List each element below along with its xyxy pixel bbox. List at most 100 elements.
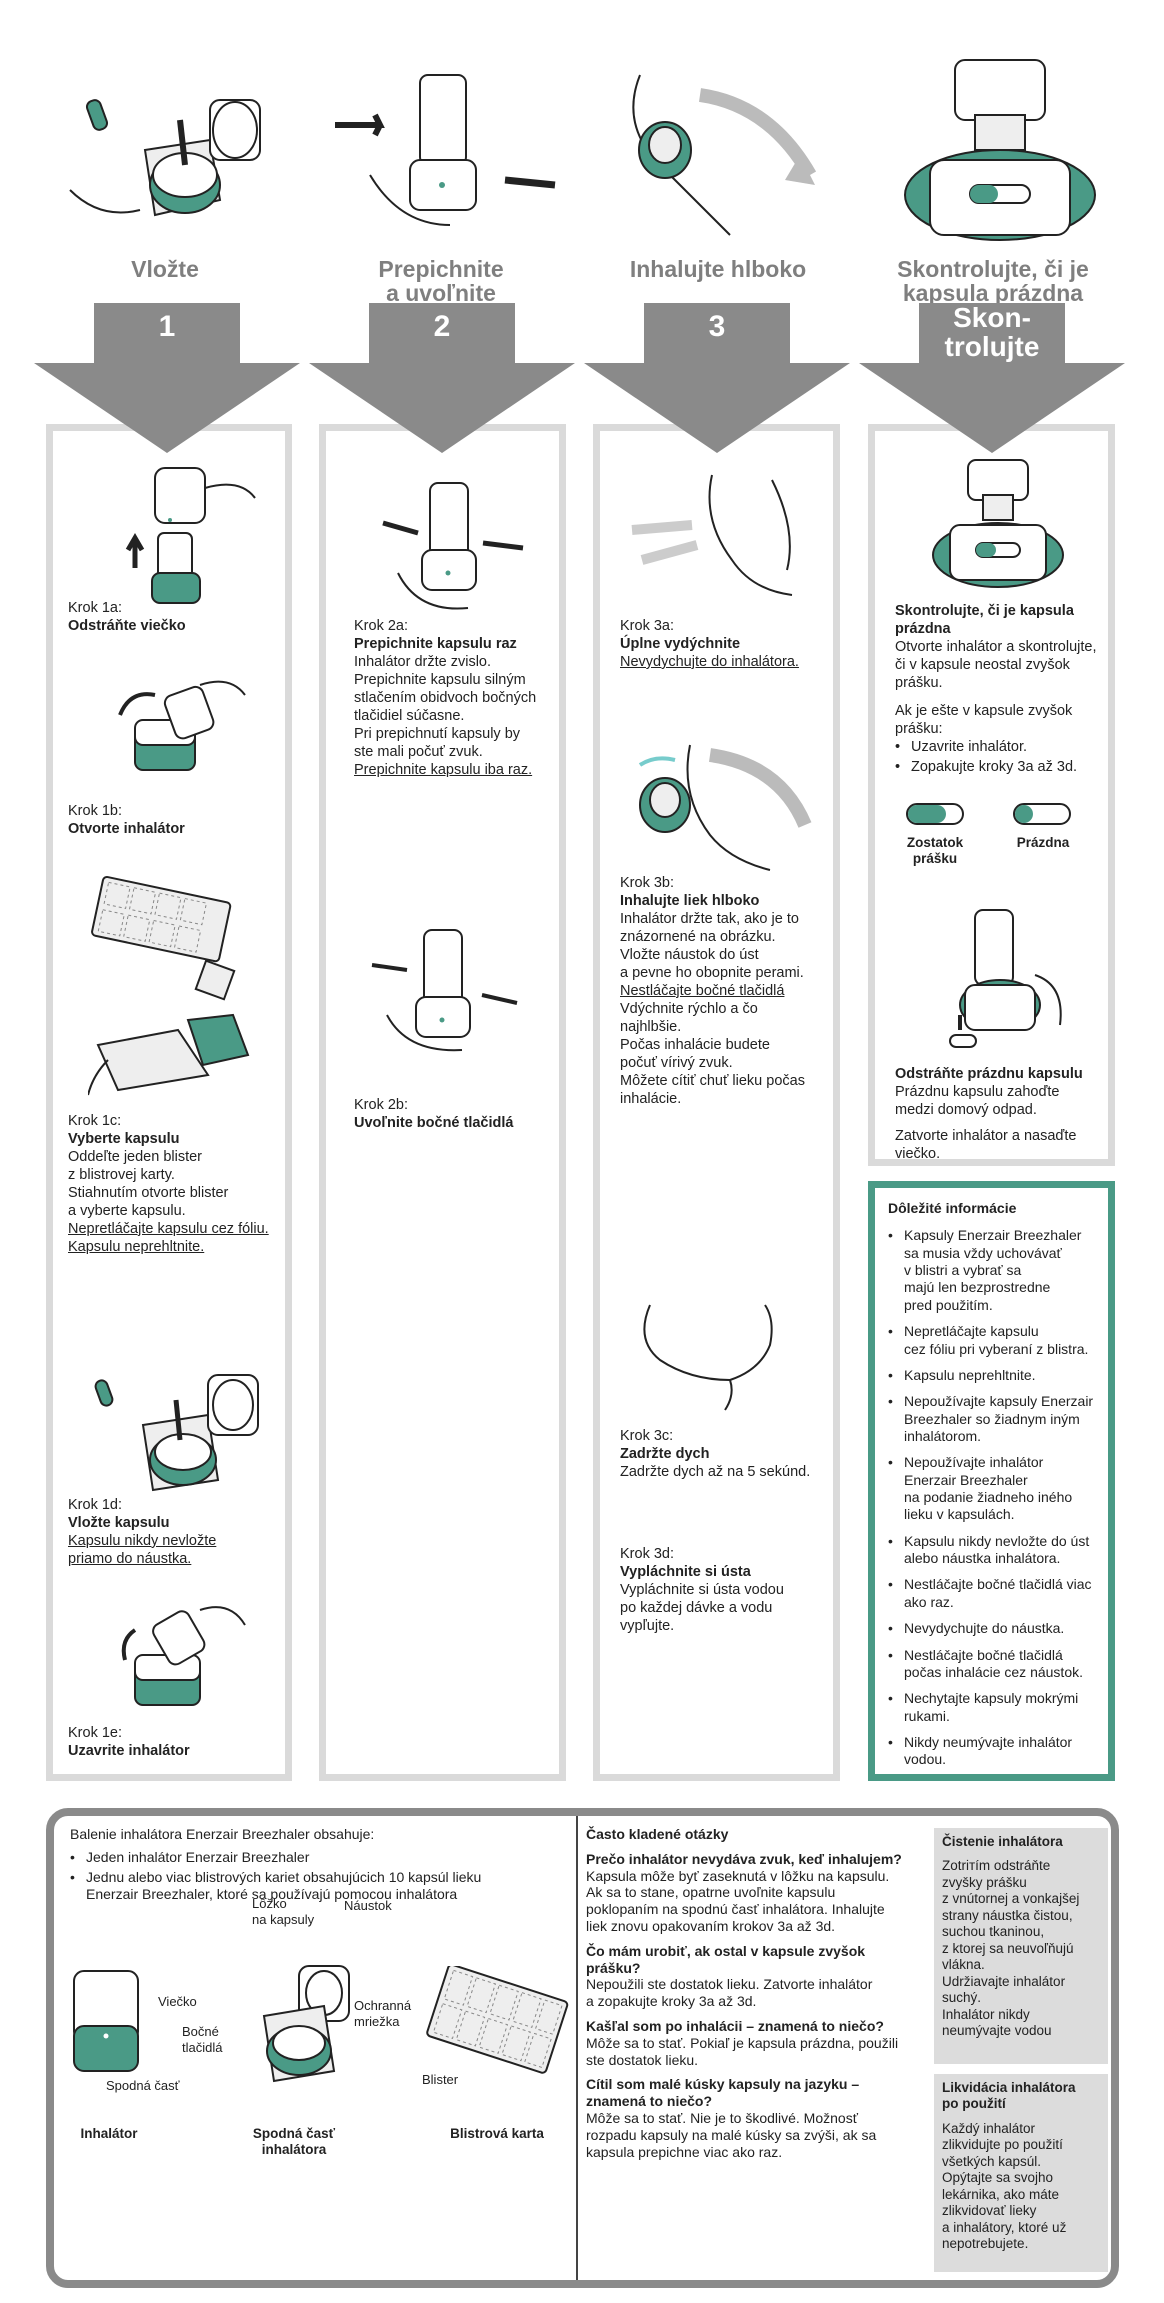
package-contents-list: Jeden inhalátor Enerzair Breezhaler Jedn… [70, 1849, 570, 1903]
step-2a-label: Krok 2a: [354, 618, 408, 634]
faq-question: Čo mám urobiť, ak ostal v kapsule zvyšok… [586, 1942, 866, 1976]
list-item: Uzavrite inhalátor. [895, 739, 1110, 757]
label-screen: Ochranná mriežka [354, 1998, 412, 2029]
step-2a-title: Prepichnite kapsulu raz [354, 635, 517, 652]
label-base: Spodná časť [106, 2078, 180, 2093]
step3-number: 3 [708, 310, 726, 343]
list-item: Jednu alebo viac blistrových kariet obsa… [70, 1869, 570, 1904]
label-cap: Viečko [158, 1994, 197, 2009]
blister-card-illustration [91, 875, 236, 1001]
powder-remaining-intro: Ak je ešte v kapsule zvyšok prášku: [895, 702, 1073, 737]
step4-check-illustration [904, 59, 1096, 241]
step-1b-text: Krok 1b: Otvorte inhalátor [68, 803, 288, 839]
faq-item: Kašľal som po inhalácii – znamená to nie… [586, 2018, 936, 2068]
bottom-info-box: Balenie inhalátora Enerzair Breezhaler o… [46, 1808, 1119, 2288]
check-empty-text: Skontrolujte, či je kapsula prázdna Otvo… [895, 603, 1110, 786]
step-1b-title: Otvorte inhalátor [68, 820, 185, 837]
step-3b-label: Krok 3b: [620, 875, 674, 891]
step-3a-title: Úplne vydýchnite [620, 635, 741, 652]
step-2a-text: Krok 2a: Prepichnite kapsulu raz Inhalát… [354, 618, 559, 780]
faq-item: Cítil som malé kúsky kapsuly na jazyku –… [586, 2076, 936, 2160]
step2-panel [319, 424, 566, 1781]
step-2a-body: Inhalátor držte zvislo. Prepichnite kaps… [354, 653, 537, 760]
faq-answer: Môže sa to stať. Pokiaľ je kapsula prázd… [586, 2034, 899, 2068]
capsule-powder-remaining-label: Zostatok prášku [906, 835, 964, 867]
step3-inhale-illustration [632, 74, 817, 236]
caption-inhaler-base: Spodná časť inhalátora [252, 2126, 336, 2158]
step-1c-text: Krok 1c: Vyberte kapsulu Oddeľte jeden b… [68, 1113, 290, 1257]
step3-arrow: 3 [582, 303, 852, 453]
cleaning-text: Čistenie inhalátora Zotrітím odstráňte z… [942, 1834, 1102, 2040]
step-3b-warning: Nestláčajte bočné tlačidlá [620, 982, 785, 999]
step-3c-body: Zadržte dych až na 5 sekúnd. [620, 1463, 811, 1480]
step-3b-title: Inhalujte liek hlboko [620, 892, 760, 909]
cleaning-box: Čistenie inhalátora Zotrітím odstráňte z… [934, 1828, 1108, 2064]
step-3b-body: Inhalátor držte tak, ako je to znázornen… [620, 910, 804, 981]
step-1e-title: Uzavrite inhalátor [68, 1742, 190, 1759]
list-item: Kapsulu nikdy nevložte do úst alebo náus… [888, 1533, 1110, 1568]
step-1e-label: Krok 1e: [68, 1725, 122, 1741]
package-contents-text: Balenie inhalátora Enerzair Breezhaler o… [70, 1826, 570, 1912]
step-3c-label: Krok 3c: [620, 1428, 674, 1444]
step3-panel [593, 424, 840, 1781]
step-1d-label: Krok 1d: [68, 1497, 122, 1513]
step-1e-text: Krok 1e: Uzavrite inhalátor [68, 1725, 288, 1761]
powder-remaining-list: Uzavrite inhalátor. Zopakujte kroky 3a a… [895, 739, 1110, 777]
step-2b-label: Krok 2b: [354, 1097, 408, 1113]
important-info-list: Kapsuly Enerzair Breezhaler sa musia vžd… [888, 1227, 1110, 1768]
pierce-capsule-illustration [382, 482, 524, 610]
caption-blister-card: Blistrová karta [450, 2126, 544, 2141]
step-1a-title: Odstráňte viečko [68, 617, 186, 634]
faq-question: Cítil som malé kúsky kapsuly na jazyku –… [586, 2076, 860, 2110]
check-empty-body: Otvorte inhalátor a skontrolujte, či v k… [895, 638, 1097, 691]
faq-answer: Kapsula môže byť zaseknutá v lôžku na ka… [586, 1867, 890, 1934]
remove-empty-capsule-text: Odstráňte prázdnu kapsulu Prázdnu kapsul… [895, 1066, 1110, 1164]
blister-card-small-illustration [426, 1966, 569, 2074]
step-1c-title: Vyberte kapsulu [68, 1130, 180, 1147]
faq-answer: Nepoužili ste dostatok lieku. Zatvorte i… [586, 1976, 873, 2010]
step1-title: Vložte [131, 256, 199, 282]
list-item: Nepretláčajte kapsulu cez fóliu pri vybe… [888, 1323, 1110, 1358]
cleaning-title: Čistenie inhalátora [942, 1834, 1063, 1849]
step-3d-title: Vypláchnite si ústa [620, 1563, 751, 1580]
step-1d-text: Krok 1d: Vložte kapsulu Kapsulu nikdy ne… [68, 1497, 290, 1569]
label-blister: Blister [422, 2072, 459, 2087]
faq-item: Prečo inhalátor nevydáva zvuk, keď inhal… [586, 1851, 936, 1935]
check-capsule-illustration [932, 459, 1064, 588]
step-1c-label: Krok 1c: [68, 1113, 122, 1129]
list-item: Nikdy neumývajte inhalátor vodou. [888, 1734, 1110, 1769]
remove-empty-capsule-body: Prázdnu kapsulu zahoďte medzi domový odp… [895, 1083, 1060, 1118]
faq-question: Kašľal som po inhalácii – znamená to nie… [586, 2017, 884, 2034]
step-3c-title: Zadržte dych [620, 1445, 710, 1462]
insert-capsule-illustration [94, 1374, 259, 1492]
step-3a-warning: Nevydychujte do inhalátora. [620, 653, 799, 670]
list-item: Kapsulu neprehltnite. [888, 1367, 1110, 1385]
caption-inhaler: Inhalátor [80, 2126, 138, 2141]
faq-title: Často kladené otázky [586, 1826, 729, 1842]
inhaler-closed-illustration [73, 1970, 139, 2072]
disposal-text: Likvidácia inhalátora po použití Každý i… [942, 2080, 1102, 2253]
cleaning-body: Zotrітím odstráňte zvyšky prášku z vnúto… [942, 1858, 1080, 2039]
open-inhaler-illustration [118, 680, 246, 771]
faq-item: Čo mám urobiť, ak ostal v kapsule zvyšok… [586, 1943, 936, 2010]
list-item: Kapsuly Enerzair Breezhaler sa musia vžd… [888, 1227, 1110, 1314]
label-mouthpiece: Náustok [344, 1898, 392, 1913]
step-1a-label: Krok 1a: [68, 600, 122, 616]
check-empty-title: Skontrolujte, či je kapsula prázdna [895, 603, 1074, 637]
important-info-text: Dôležité informácie Kapsuly Enerzair Bre… [888, 1200, 1110, 1778]
faq-section: Často kladené otázky Prečo inhalátor nev… [586, 1826, 936, 2160]
step4-title: Skontrolujte, či je kapsula prázdna [897, 256, 1089, 307]
step-3d-label: Krok 3d: [620, 1546, 674, 1562]
step-1b-label: Krok 1b: [68, 803, 122, 819]
disposal-body: Každý inhalátor zlikvidujte po použití v… [942, 2120, 1067, 2252]
step3-title: Inhalujte hlboko [629, 256, 807, 282]
close-inhaler-body: Zatvorte inhalátor a nasaďte viečko. [895, 1127, 1077, 1162]
list-item: Jeden inhalátor Enerzair Breezhaler [70, 1849, 570, 1867]
step-2a-warning: Prepichnite kapsulu iba raz. [354, 761, 533, 778]
step-1c-warning-2: Kapsulu neprehltnite. [68, 1238, 205, 1255]
important-info-title: Dôležité informácie [888, 1200, 1017, 1216]
list-item: Nestláčajte bočné tlačidlá počas inhalác… [888, 1647, 1110, 1682]
step-3b-body-2: Vdýchnite rýchlo a čo najhlbšie. Počas i… [620, 1000, 805, 1107]
step-3d-body: Vypláchnite si ústa vodou po každej dávk… [620, 1581, 784, 1634]
step-3b-text: Krok 3b: Inhalujte liek hlboko Inhalátor… [620, 875, 835, 1109]
